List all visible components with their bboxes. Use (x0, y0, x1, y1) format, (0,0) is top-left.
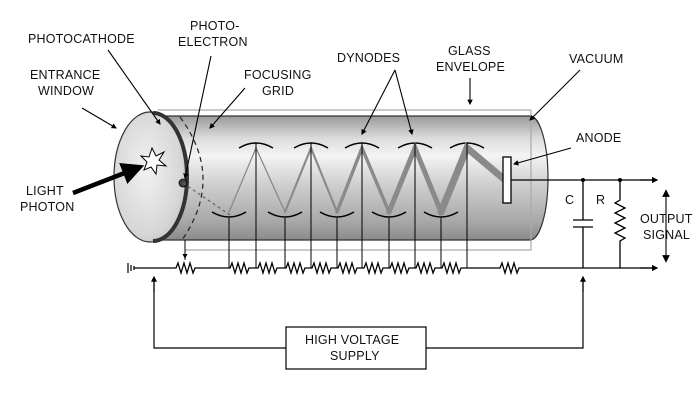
dynode-3 (267, 211, 303, 218)
label-entrance-window-line1: ENTRANCE (30, 68, 100, 82)
label-hv-supply-line1: HIGH VOLTAGE (305, 333, 399, 347)
label-photo-electron-line2: ELECTRON (178, 35, 248, 49)
dynode-7 (371, 211, 407, 218)
junction-dot (618, 178, 622, 182)
ground-icon (127, 263, 155, 273)
dynode-1 (211, 211, 247, 218)
label-vacuum: VACUUM (569, 52, 623, 66)
anode-plate (502, 156, 512, 204)
label-capacitor: C (565, 193, 574, 207)
voltage-divider (155, 260, 620, 276)
label-glass-envelope-line1: GLASS (448, 44, 491, 58)
label-photo-electron-line1: PHOTO- (190, 19, 240, 33)
light-photon-arrow (72, 163, 145, 196)
label-anode: ANODE (576, 131, 621, 145)
label-focusing-grid-line1: FOCUSING (244, 68, 312, 82)
entrance-window (113, 111, 189, 243)
label-resistor: R (596, 193, 605, 207)
dynode-9 (423, 211, 459, 218)
label-light-photon-line2: PHOTON (20, 200, 74, 214)
photon-burst-icon (139, 146, 168, 176)
label-photocathode: PHOTOCATHODE (28, 32, 135, 46)
label-focusing-grid-line2: GRID (262, 84, 294, 98)
junction-dot (581, 178, 585, 182)
label-hv-supply-line2: SUPPLY (330, 349, 380, 363)
hv-supply-loop (153, 282, 584, 370)
label-light-photon-line1: LIGHT (26, 184, 64, 198)
label-entrance-window-line2: WINDOW (38, 84, 94, 98)
dynode-5 (319, 211, 355, 218)
label-output-signal-line2: SIGNAL (643, 228, 690, 242)
leader-lines (81, 49, 581, 180)
label-glass-envelope-line2: ENVELOPE (436, 60, 505, 74)
label-output-signal-line1: OUTPUT (640, 212, 693, 226)
label-dynodes: DYNODES (337, 51, 400, 65)
focusing-grid (179, 116, 204, 241)
